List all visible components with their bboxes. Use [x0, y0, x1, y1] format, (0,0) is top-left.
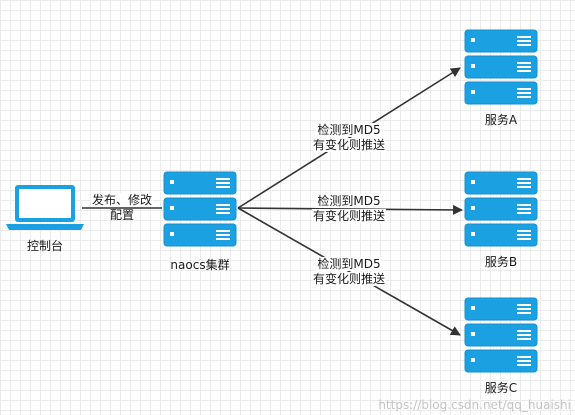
edge-nacos-to-service-c: [237, 207, 461, 336]
service-a-label: 服务A: [484, 113, 518, 127]
laptop-icon: [6, 185, 84, 230]
service-b-label: 服务B: [484, 255, 518, 269]
service-b-edge-label-line-1: 检测到MD5: [316, 194, 382, 208]
service-c-edge-label-line-2: 有变化则推送: [311, 272, 386, 286]
service-c-server-rack: [464, 297, 538, 373]
publish-edge-label: 发布、修改 配置: [84, 193, 160, 223]
service-c-edge-label: 检测到MD5 有变化则推送: [294, 257, 404, 287]
service-a-edge-label-line-2: 有变化则推送: [311, 138, 386, 152]
service-b-edge-label-line-2: 有变化则推送: [311, 209, 386, 223]
publish-edge-label-line-1: 发布、修改: [90, 193, 153, 207]
nacos-cluster-label: naocs集群: [170, 258, 230, 272]
service-b-edge-label: 检测到MD5 有变化则推送: [294, 194, 404, 224]
service-b-server-rack: [464, 171, 538, 247]
console-label: 控制台: [26, 239, 63, 253]
service-c-edge-label-line-1: 检测到MD5: [316, 257, 382, 271]
publish-edge-label-line-2: 配置: [109, 208, 134, 222]
service-c-label: 服务C: [484, 381, 518, 395]
service-a-server-rack: [464, 29, 538, 105]
nacos-server-rack: [163, 171, 237, 247]
watermark: https://blog.csdn.net/qq_huaishi: [378, 398, 571, 412]
service-a-edge-label: 检测到MD5 有变化则推送: [294, 123, 404, 153]
service-a-edge-label-line-1: 检测到MD5: [316, 123, 382, 137]
